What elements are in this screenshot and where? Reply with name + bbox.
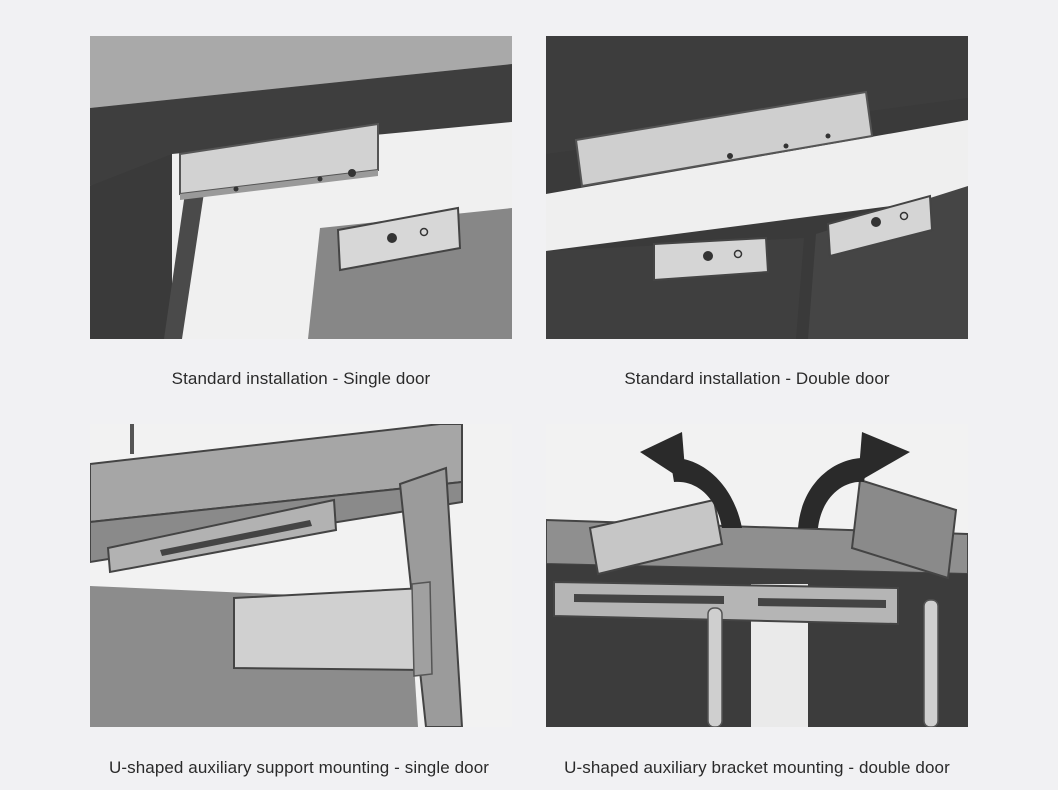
- magnetic-lock-body: [179, 122, 379, 200]
- armature-plate: [336, 206, 462, 272]
- magnetic-lock-body: [574, 90, 874, 188]
- illustration-double-door: [546, 36, 968, 339]
- door-handle-left: [707, 607, 723, 727]
- arrow-left-icon: [640, 432, 742, 528]
- caption-double-door-u-shaped: U-shaped auxiliary bracket mounting - do…: [564, 758, 950, 777]
- image-single-door-u-shaped: [90, 424, 512, 727]
- arrow-right-icon: [798, 432, 910, 528]
- magnetic-lock-body: [553, 580, 899, 626]
- caption-single-door-u-shaped: U-shaped auxiliary support mounting - si…: [108, 758, 490, 777]
- illustration-single-door: [90, 36, 512, 339]
- u-bracket-left: [588, 498, 724, 576]
- image-double-door-u-shaped: [546, 424, 968, 727]
- armature-plate-left: [653, 236, 770, 282]
- door-handle-right: [923, 599, 939, 727]
- image-double-door-standard: [546, 36, 968, 339]
- armature-plate-right: [826, 194, 934, 258]
- magnetic-lock-body: [106, 498, 338, 574]
- illustration-u-shaped-double-door: [546, 424, 968, 727]
- caption-double-door-standard: Standard installation - Double door: [624, 369, 890, 388]
- image-single-door-standard: [90, 36, 512, 339]
- caption-single-door-standard: Standard installation - Single door: [171, 369, 431, 388]
- u-shaped-bracket: [233, 581, 433, 677]
- illustration-u-shaped-single-door: [90, 424, 512, 727]
- u-bracket-right: [850, 478, 958, 580]
